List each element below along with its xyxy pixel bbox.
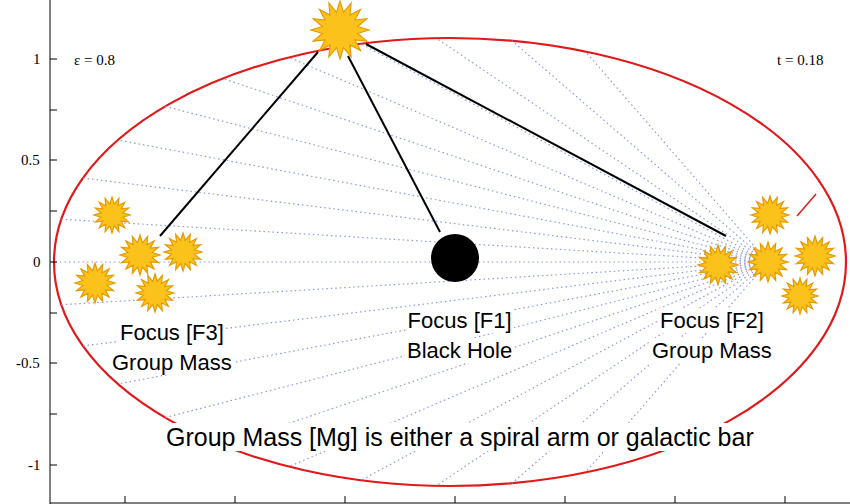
axis-tick-label: -1: [26, 457, 43, 473]
parameter-label: t = 0.18: [775, 51, 825, 69]
y-tick: [50, 313, 57, 314]
x-tick: [125, 496, 126, 503]
focus-label: Focus [F2] Group Mass: [650, 306, 774, 366]
x-axis: [50, 503, 850, 504]
x-tick: [345, 496, 346, 503]
label-holder: -0.5: [14, 354, 42, 372]
x-tick: [235, 496, 236, 503]
label-text: Focus [F2]: [650, 306, 774, 336]
parameter-label: ε = 0.8: [72, 52, 117, 68]
star-symbol: [164, 233, 202, 271]
x-tick: [675, 496, 676, 503]
dotted-ray: [289, 57, 768, 262]
ray-group: [54, 38, 768, 486]
dotted-ray: [361, 44, 768, 262]
dotted-ray: [61, 219, 768, 262]
y-tick: [50, 262, 57, 263]
note-text: Group Mass [Mg] is either a spiral arm o…: [164, 422, 756, 452]
star-symbol: [311, 1, 369, 59]
orbit-ellipse: [54, 38, 846, 486]
dotted-ray: [83, 262, 768, 346]
label-text: Group Mass: [110, 348, 234, 378]
x-tick: [565, 496, 566, 503]
axis-tick-label: -0.5: [14, 354, 42, 372]
dotted-ray: [585, 52, 768, 262]
star-symbol: [751, 196, 789, 234]
leader-line: [160, 52, 318, 236]
star-symbol: [782, 278, 818, 314]
x-tick: [785, 496, 786, 503]
leader-line: [366, 44, 726, 236]
label-text: Focus [F3]: [110, 318, 234, 348]
dotted-ray: [512, 41, 768, 262]
dotted-ray: [54, 261, 768, 262]
axis-tick-label: 1: [31, 51, 43, 67]
dotted-ray: [436, 38, 768, 262]
y-tick: [50, 465, 57, 466]
label-holder: -1: [26, 456, 43, 474]
x-tick: [455, 496, 456, 503]
focus-label: Focus [F1] Black Hole: [405, 306, 514, 366]
note-text: Group Mass [Mg] is either a spiral arm o…: [164, 423, 756, 451]
y-tick: [50, 211, 57, 212]
star-symbol: [136, 274, 174, 312]
y-tick: [50, 110, 57, 111]
label-holder: 0: [31, 253, 43, 271]
label-holder: Group Mass [Mg] is either a spiral arm o…: [164, 422, 756, 452]
axis-tick-label: 0: [31, 254, 43, 270]
axis-tick-label: 0: [31, 253, 43, 271]
label-text: Focus [F2]: [658, 308, 766, 333]
y-tick: [50, 363, 57, 364]
label-text: Focus [F1]: [406, 308, 514, 333]
label-text: Black Hole: [405, 338, 514, 363]
axis-tick-label: 1: [31, 50, 43, 68]
leader-line: [348, 56, 440, 232]
black-hole: [431, 234, 479, 282]
star-symbol: [94, 197, 130, 233]
label-text: Group Mass: [650, 336, 774, 366]
label-text: Group Mass: [110, 350, 234, 375]
y-tick: [50, 414, 57, 415]
label-holder: 0.5: [19, 151, 42, 169]
y-tick: [50, 160, 57, 161]
star-symbol: [748, 242, 788, 282]
label-holder: ε = 0.8: [72, 51, 117, 69]
axis-tick-label: 0.5: [19, 151, 42, 169]
velocity-tick: [797, 194, 816, 216]
dotted-ray: [436, 262, 768, 486]
axis-tick-label: -1: [26, 456, 43, 474]
focus-label: Focus [F3] Group Mass: [110, 318, 234, 378]
parameter-label: t = 0.18: [775, 52, 825, 68]
label-text: Focus [F1]: [405, 306, 514, 336]
label-text: Group Mass: [650, 338, 774, 363]
label-holder: 1: [31, 50, 43, 68]
label-holder: t = 0.18: [775, 51, 825, 69]
y-tick: [50, 59, 57, 60]
axis-tick-label: 0.5: [19, 152, 42, 168]
label-text: Focus [F3]: [118, 320, 226, 345]
star-symbol: [795, 236, 835, 276]
label-text: Black Hole: [405, 336, 514, 366]
axis-tick-label: -0.5: [14, 355, 42, 371]
y-axis: [50, 0, 51, 504]
star-symbol: [120, 235, 160, 275]
star-symbol: [698, 245, 738, 285]
star-symbol: [75, 263, 115, 303]
parameter-label: ε = 0.8: [72, 51, 117, 69]
